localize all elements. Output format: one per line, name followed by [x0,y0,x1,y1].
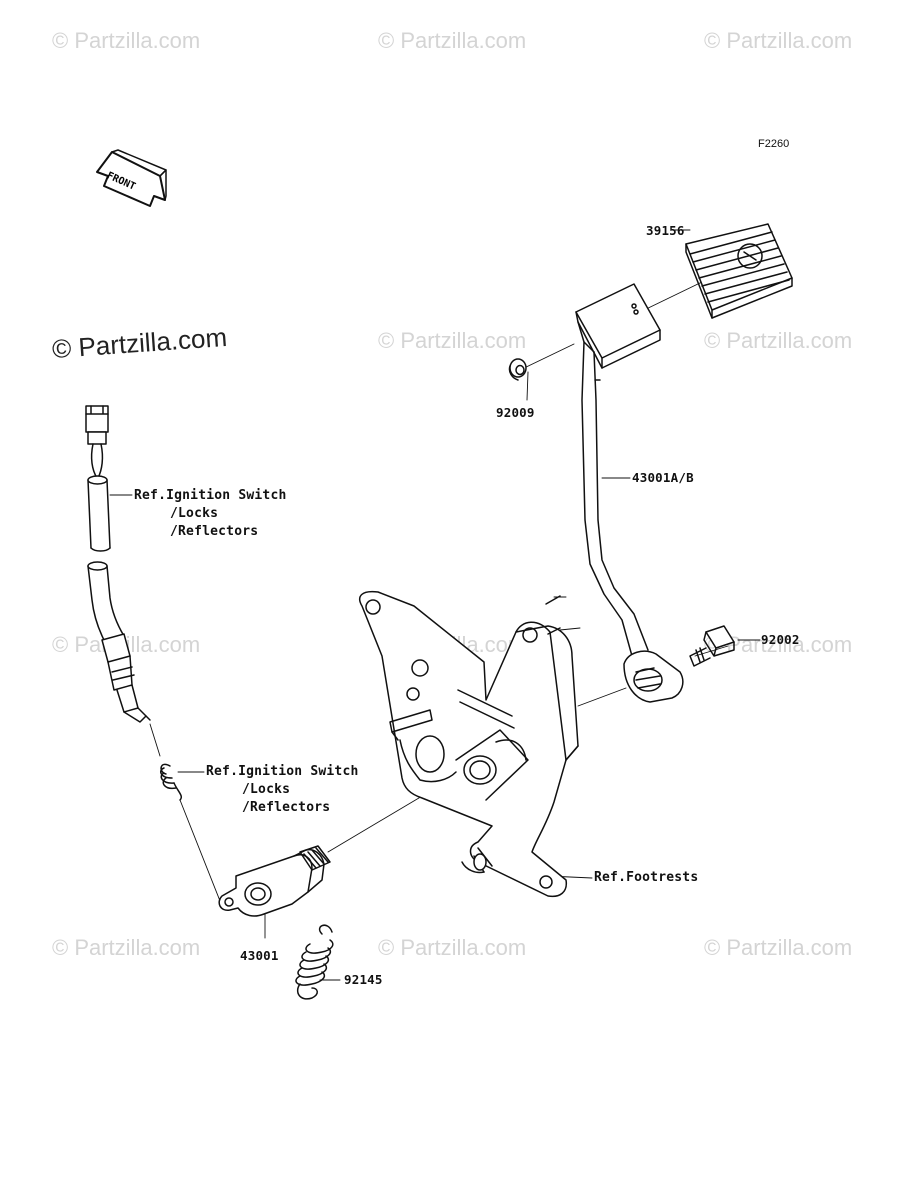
watermark: © Partzilla.com [704,935,853,960]
pedal-step-plate [575,283,661,369]
ref-footrests[interactable]: Ref.Footrests [594,870,699,885]
watermark: © Partzilla.com [378,28,527,53]
part-label-43001ab[interactable]: 43001A/B [632,470,694,485]
front-arrow-icon [96,149,167,207]
switch-connector [85,405,109,479]
switch-spring [159,763,183,801]
washer-92009 [508,358,527,381]
diagram-code: F2260 [758,138,790,150]
part-label-92009[interactable]: 92009 [496,405,535,420]
return-spring-92145 [295,924,334,1000]
ref-ignition-switch-mid[interactable]: Ref.Ignition Switch /Locks /Reflectors [206,763,359,817]
part-label-43001[interactable]: 43001 [240,948,279,963]
pedal-boss [623,650,684,703]
bolt-92002 [689,625,735,667]
ref-line: Ref.Ignition Switch [134,488,287,503]
pedal-pad-39156 [685,223,793,319]
part-label-92145[interactable]: 92145 [344,972,383,987]
watermark: © Partzilla.com [52,28,201,53]
footrest-bracket [358,590,579,898]
watermark: © Partzilla.com [704,28,853,53]
brake-pedal-arm [577,321,649,657]
watermark: © Partzilla.com [378,328,527,353]
brake-light-switch [101,633,151,723]
watermark: © Partzilla.com [704,328,853,353]
brake-lever-43001 [218,845,331,917]
ref-line: /Locks [242,782,291,797]
part-label-92002[interactable]: 92002 [761,632,800,647]
ref-line: /Locks [170,506,219,521]
watermark: © Partzilla.com [52,935,201,960]
switch-harness [87,475,125,641]
watermark: © Partzilla.com [378,935,527,960]
ref-ignition-switch-top[interactable]: Ref.Ignition Switch /Locks /Reflectors [134,487,287,541]
ref-line: /Reflectors [170,524,259,539]
ref-line: Ref.Ignition Switch [206,764,359,779]
part-label-39156[interactable]: 39156 [646,223,685,238]
ref-line: /Reflectors [242,800,331,815]
